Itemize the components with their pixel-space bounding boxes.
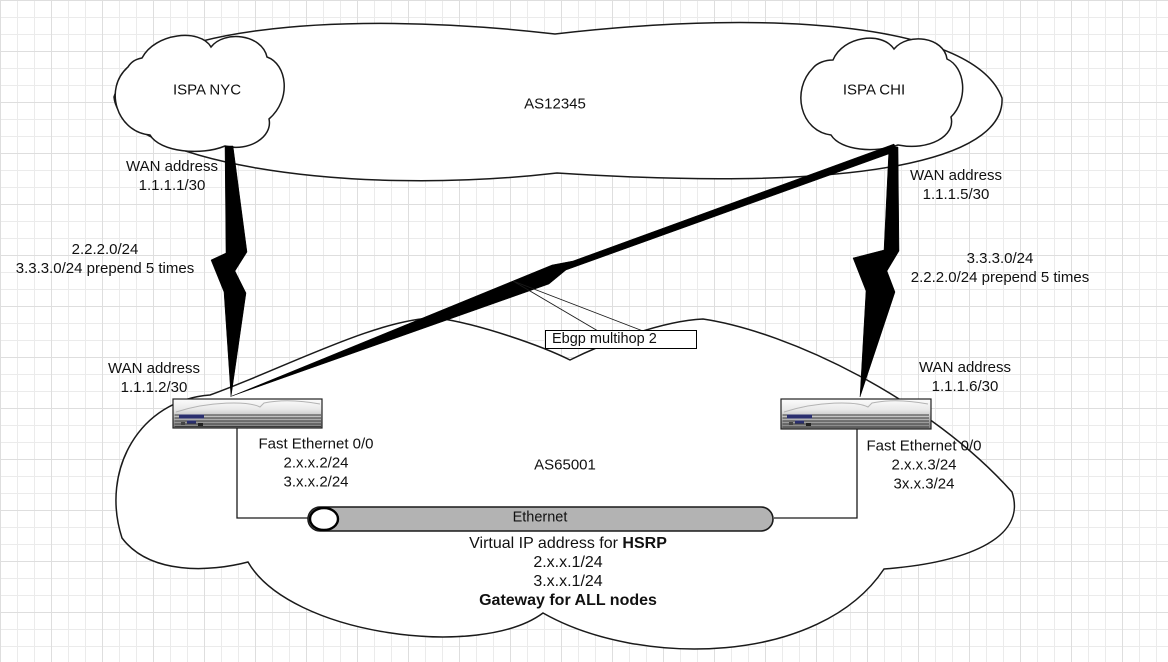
cloud-label-ispa-chi[interactable]: ISPA CHI	[842, 81, 906, 99]
hsrp-note-block[interactable]: Virtual IP address for HSRP 2.x.x.1/24 3…	[469, 534, 667, 610]
label-line: WAN address	[126, 158, 218, 175]
cloud-label-as12345[interactable]: AS12345	[524, 95, 586, 113]
router-right[interactable]	[780, 398, 932, 430]
label-line: 1.1.1.1/30	[138, 177, 206, 194]
ebgp-callout-leader-lines	[512, 280, 644, 332]
label-routes-left[interactable]: 2.2.2.0/24 3.3.3.0/24 prepend 5 times	[16, 240, 194, 278]
router1-lan-connector	[236, 428, 309, 519]
label-line: 2.x.x.3/24	[891, 456, 957, 474]
label-line: 3.3.3.0/24	[966, 250, 1034, 267]
label-line: 2.2.2.0/24	[71, 241, 139, 258]
ethernet-bus-label: Ethernet	[512, 509, 568, 526]
label-wan-address-router2[interactable]: WAN address 1.1.1.6/30	[919, 358, 1011, 396]
lightning-bolt-right[interactable]	[852, 146, 900, 398]
cloud-label-ispa-nyc[interactable]: ISPA NYC	[172, 81, 242, 99]
bus-terminator-circle	[308, 506, 340, 532]
router-right-top-curve	[783, 400, 929, 413]
label-fast-ethernet-router2[interactable]: Fast Ethernet 0/0 2.x.x.3/24 3x.x.3/24	[866, 437, 981, 494]
label-wan-address-nyc[interactable]: WAN address 1.1.1.1/30	[126, 157, 218, 195]
label-line: 1.1.1.6/30	[931, 378, 999, 395]
router2-lan-connector	[774, 429, 858, 519]
lightning-bolt-left[interactable]	[210, 145, 248, 398]
label-line: WAN address	[108, 360, 200, 377]
label-wan-address-router1[interactable]: WAN address 1.1.1.2/30	[108, 359, 200, 397]
hsrp-virtual-ip-line: Virtual IP address for HSRP	[469, 535, 667, 552]
label-fast-ethernet-router1[interactable]: Fast Ethernet 0/0 2.x.x.2/24 3.x.x.2/24	[258, 435, 373, 492]
lightning-bolt-diagonal[interactable]	[231, 143, 898, 397]
ebgp-multihop-callout[interactable]: Ebgp multihop 2	[545, 330, 697, 349]
label-line: Fast Ethernet 0/0	[866, 437, 982, 455]
label-line: Fast Ethernet 0/0	[258, 435, 374, 453]
hsrp-vip2: 3.x.x.1/24	[533, 573, 603, 590]
label-line: WAN address	[910, 167, 1002, 184]
hsrp-vip1: 2.x.x.1/24	[533, 554, 603, 571]
ebgp-callout-text: Ebgp multihop 2	[552, 331, 657, 347]
label-line: 1.1.1.2/30	[120, 379, 188, 396]
label-line: 1.1.1.5/30	[922, 186, 990, 203]
cloud-ispa-chi[interactable]	[800, 37, 964, 151]
router-left-leds	[179, 414, 204, 426]
router-right-leds	[787, 414, 812, 426]
label-routes-right[interactable]: 3.3.3.0/24 2.2.2.0/24 prepend 5 times	[911, 249, 1089, 287]
cloud-label-as65001[interactable]: AS65001	[534, 456, 596, 474]
label-line: 3x.x.3/24	[893, 475, 955, 493]
hsrp-gateway-note: Gateway for ALL nodes	[479, 592, 657, 609]
label-line: WAN address	[919, 359, 1011, 376]
label-line: 3.3.3.0/24 prepend 5 times	[15, 260, 195, 277]
router-left-top-curve	[175, 400, 321, 413]
cloud-ispa-nyc[interactable]	[114, 34, 285, 153]
ethernet-bus[interactable]	[307, 506, 774, 532]
label-line: 2.2.2.0/24 prepend 5 times	[910, 269, 1090, 286]
hsrp-term: HSRP	[622, 535, 667, 552]
label-line: 2.x.x.2/24	[283, 454, 349, 472]
label-line: 3.x.x.2/24	[283, 473, 349, 491]
label-wan-address-chi[interactable]: WAN address 1.1.1.5/30	[910, 166, 1002, 204]
router-left[interactable]	[172, 398, 323, 429]
cloud-as12345[interactable]	[113, 21, 1003, 182]
